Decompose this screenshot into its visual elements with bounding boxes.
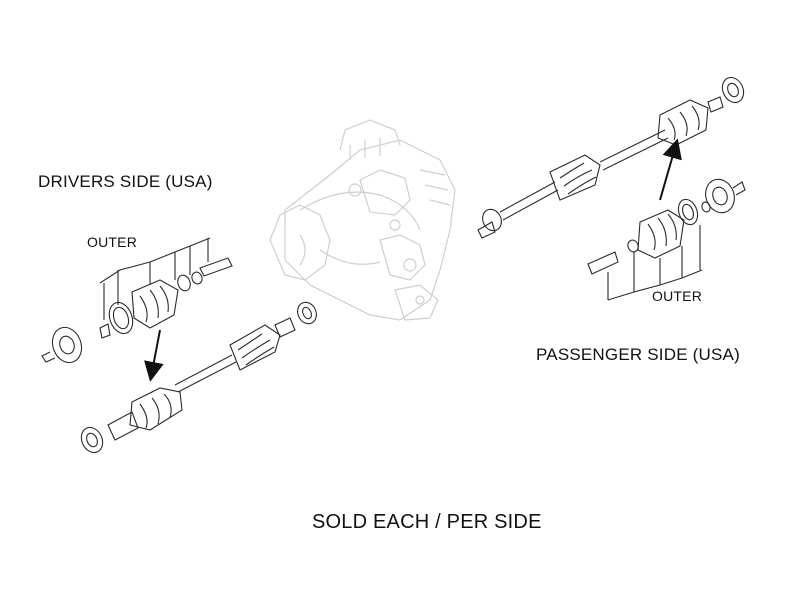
transmission-housing [269, 119, 456, 321]
outer-label-left: OUTER [87, 234, 137, 250]
drivers-side-label: DRIVERS SIDE (USA) [38, 172, 213, 191]
outer-label-right: OUTER [652, 288, 702, 304]
sold-each-footer: SOLD EACH / PER SIDE [312, 511, 542, 533]
up-arrow-right [659, 138, 682, 201]
driver-side-axle [80, 301, 317, 454]
passenger-side-axle [477, 76, 745, 239]
driver-outer-joint-kit [41, 237, 233, 364]
passenger-side-label: PASSENGER SIDE (USA) [536, 345, 740, 364]
down-arrow-left [144, 329, 164, 382]
passenger-outer-joint-kit [587, 178, 746, 301]
